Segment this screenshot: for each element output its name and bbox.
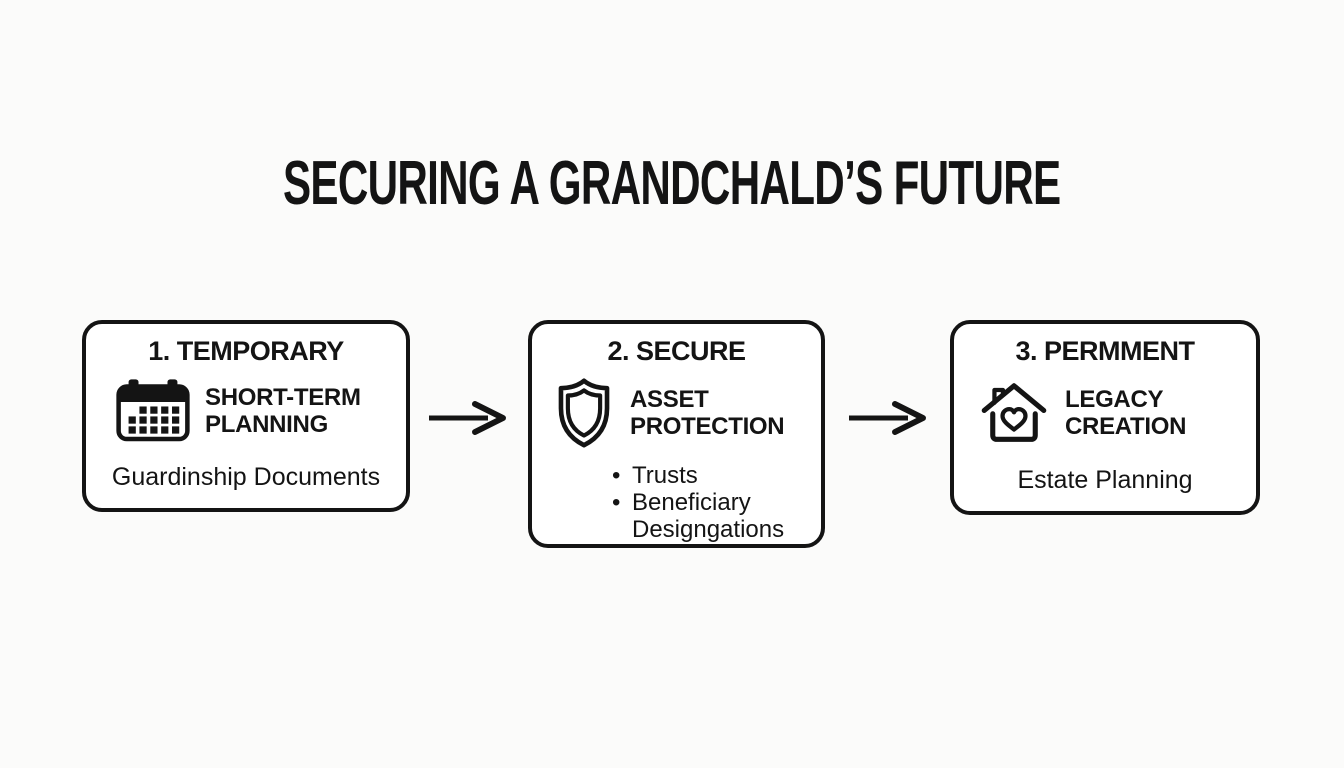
step-3-label-line1: LEGACY <box>1065 386 1164 413</box>
step-box-temporary: 1. TEMPORARY SHORT-TERM PLANNING Guardin… <box>82 320 410 512</box>
step-2-label-line1: ASSET <box>630 386 709 413</box>
step-3-body: LEGACY CREATION <box>954 378 1256 448</box>
flow-arrow-1 <box>429 401 506 435</box>
bullet-item-beneficiary: Beneficiary Designgations <box>612 489 807 543</box>
calendar-grid <box>128 406 180 434</box>
step-1-body: SHORT-TERM PLANNING <box>86 378 406 444</box>
step-3-label: LEGACY CREATION <box>1065 386 1186 440</box>
step-3-header: 3. PERMMENT <box>1015 336 1195 366</box>
step-box-secure: 2. SECURE ASSET PROTECTION Trusts Benefi… <box>528 320 825 548</box>
step-1-label-line1: SHORT-TERM <box>205 384 361 411</box>
step-1-label: SHORT-TERM PLANNING <box>205 384 361 438</box>
step-2-body: ASSET PROTECTION <box>532 378 821 448</box>
step-2-bullet-list: Trusts Beneficiary Designgations <box>612 462 821 543</box>
step-2-label: ASSET PROTECTION <box>630 386 785 440</box>
calendar-icon <box>116 379 190 442</box>
bullet-item-trusts: Trusts <box>612 462 807 489</box>
step-2-header: 2. SECURE <box>607 336 746 366</box>
step-1-footer: Guardinship Documents <box>111 463 381 491</box>
step-1-label-line2: PLANNING <box>205 411 328 438</box>
diagram-title-text: SECURING A GRANDCHALD’S FUTURE <box>283 149 1061 218</box>
step-3-footer: Estate Planning <box>1017 466 1193 494</box>
step-1-header: 1. TEMPORARY <box>148 336 344 366</box>
step-3-label-line2: CREATION <box>1065 413 1187 440</box>
step-2-label-line2: PROTECTION <box>630 413 785 440</box>
diagram-title: SECURING A GRANDCHALD’S FUTURE <box>0 148 1344 219</box>
step-box-permanent: 3. PERMMENT LEGACY CREATION Estate Plann… <box>950 320 1260 515</box>
flow-arrow-2 <box>849 401 926 435</box>
shield-icon <box>558 378 610 448</box>
house-heart-icon <box>981 383 1047 442</box>
